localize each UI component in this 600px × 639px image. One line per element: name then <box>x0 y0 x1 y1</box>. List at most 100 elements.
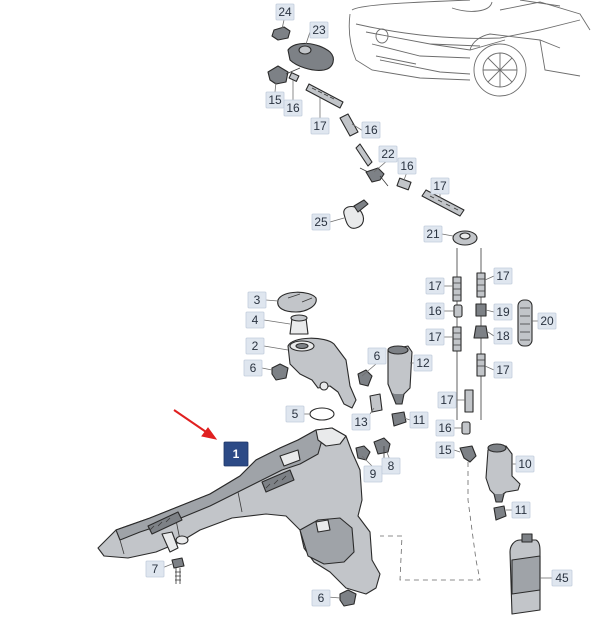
callout-12: 12 <box>413 354 433 372</box>
callout-20: 20 <box>537 312 557 330</box>
cap-3 <box>277 291 317 313</box>
y-piece-22 <box>365 167 385 183</box>
svg-text:6: 6 <box>374 349 381 363</box>
svg-text:5: 5 <box>292 407 299 421</box>
filler-neck-2 <box>287 337 357 409</box>
callout-17: 17 <box>425 277 445 295</box>
callout-1-highlighted: 1 <box>223 441 249 467</box>
svg-text:23: 23 <box>312 23 326 37</box>
svg-text:6: 6 <box>318 591 325 605</box>
svg-text:17: 17 <box>496 269 510 283</box>
svg-text:11: 11 <box>413 413 426 427</box>
spray-nozzle-23 <box>287 42 334 71</box>
callout-24: 24 <box>275 3 295 21</box>
callout-10: 10 <box>515 455 535 473</box>
callout-15: 15 <box>435 441 455 459</box>
svg-text:16: 16 <box>364 123 378 137</box>
callout-45: 45 <box>551 569 573 587</box>
svg-text:10: 10 <box>518 457 532 471</box>
callout-6: 6 <box>311 589 331 607</box>
svg-text:7: 7 <box>152 562 159 576</box>
callout-9: 9 <box>363 465 383 483</box>
svg-text:17: 17 <box>428 279 442 293</box>
callout-2: 2 <box>245 337 265 355</box>
svg-text:17: 17 <box>496 363 510 377</box>
filler-neck-assembly <box>271 291 413 427</box>
svg-text:25: 25 <box>314 215 328 229</box>
o-ring-5 <box>309 407 335 421</box>
callout-16: 16 <box>435 419 455 437</box>
pointer-arrow <box>173 409 218 440</box>
svg-text:16: 16 <box>286 101 300 115</box>
bolt-7 <box>171 557 185 569</box>
car-front-illustration <box>348 0 591 97</box>
svg-text:2: 2 <box>252 339 259 353</box>
callout-17: 17 <box>437 391 457 409</box>
svg-text:17: 17 <box>428 330 442 344</box>
callout-23: 23 <box>309 21 329 39</box>
svg-text:22: 22 <box>381 147 395 161</box>
callout-17: 17 <box>493 361 513 379</box>
svg-text:18: 18 <box>496 329 510 343</box>
svg-text:1: 1 <box>233 447 240 461</box>
callout-17: 17 <box>493 267 513 285</box>
callout-6: 6 <box>243 359 263 377</box>
callout-17: 17 <box>310 117 330 135</box>
svg-text:16: 16 <box>428 304 442 318</box>
callout-6: 6 <box>367 347 387 365</box>
plug-24 <box>271 26 291 41</box>
callout-4: 4 <box>245 311 265 329</box>
svg-text:13: 13 <box>354 415 368 429</box>
callout-17: 17 <box>425 328 445 346</box>
svg-text:17: 17 <box>440 393 454 407</box>
callout-25: 25 <box>311 213 331 231</box>
hose-sleeve-20 <box>517 299 533 347</box>
callout-3: 3 <box>247 291 267 309</box>
washer-pump-10 <box>485 443 521 521</box>
callout-11: 11 <box>409 411 429 429</box>
callout-16: 16 <box>283 99 303 117</box>
callout-16: 16 <box>397 157 417 175</box>
callout-8: 8 <box>381 457 401 475</box>
svg-text:20: 20 <box>540 314 554 328</box>
callout-13: 13 <box>351 413 371 431</box>
right-hose-column <box>380 248 533 581</box>
callout-11: 11 <box>511 501 531 519</box>
svg-text:17: 17 <box>433 179 447 193</box>
svg-text:9: 9 <box>370 467 377 481</box>
svg-text:21: 21 <box>426 227 440 241</box>
svg-text:45: 45 <box>555 571 569 585</box>
svg-text:19: 19 <box>496 305 510 319</box>
callout-15: 15 <box>265 91 285 109</box>
svg-text:15: 15 <box>438 443 452 457</box>
svg-text:12: 12 <box>416 356 430 370</box>
svg-text:17: 17 <box>313 119 327 133</box>
callout-22: 22 <box>378 145 398 163</box>
washer-fluid-reservoir-1 <box>97 427 381 607</box>
fluid-bottle-45 <box>509 533 541 615</box>
svg-text:16: 16 <box>400 159 414 173</box>
svg-text:15: 15 <box>268 93 282 107</box>
svg-text:8: 8 <box>388 459 395 473</box>
callout-5: 5 <box>285 405 305 423</box>
svg-text:4: 4 <box>252 313 259 327</box>
upper-hose-assembly <box>267 26 478 246</box>
callout-16: 16 <box>361 121 381 139</box>
callout-21: 21 <box>423 225 443 243</box>
callout-19: 19 <box>493 303 513 321</box>
svg-text:24: 24 <box>278 5 292 19</box>
svg-text:16: 16 <box>438 421 452 435</box>
callout-18: 18 <box>493 327 513 345</box>
callout-16: 16 <box>425 302 445 320</box>
callouts: 24 23 15 16 17 16 22 16 17 25 21 3 4 2 6… <box>145 3 573 607</box>
connector-15-top <box>267 65 289 85</box>
hose-17-upper <box>305 83 344 109</box>
svg-text:3: 3 <box>254 293 261 307</box>
callout-17: 17 <box>430 177 450 195</box>
svg-text:6: 6 <box>250 361 257 375</box>
svg-text:11: 11 <box>515 503 528 517</box>
callout-7: 7 <box>145 560 165 578</box>
washer-pump-12 <box>387 345 413 397</box>
sensor-8-seal-9 <box>355 437 391 461</box>
